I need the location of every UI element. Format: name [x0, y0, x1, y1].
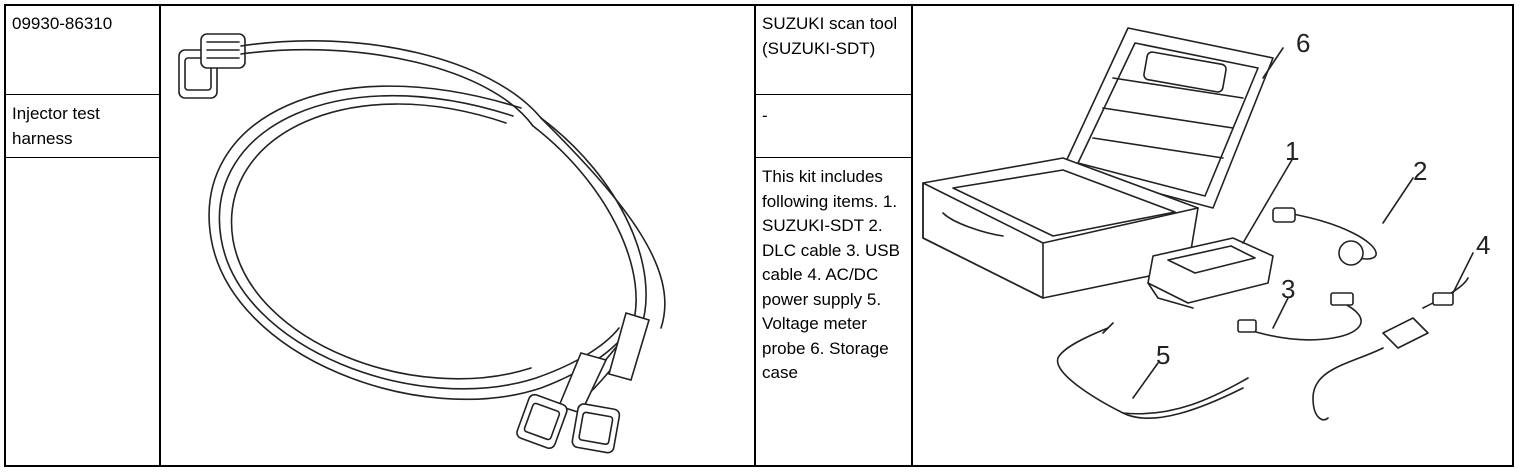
right-tool-name: SUZUKI scan tool (SUZUKI-SDT) — [762, 14, 898, 58]
left-tool-name: Injector test harness — [12, 104, 100, 148]
callout-4: 4 — [1476, 230, 1490, 260]
injector-harness-illustration — [178, 33, 666, 454]
row-divider — [6, 94, 159, 95]
right-part-number: - — [762, 106, 768, 125]
callout-2: 2 — [1413, 156, 1427, 186]
callout-1: 1 — [1285, 136, 1299, 166]
column-divider — [911, 6, 913, 465]
callout-5: 5 — [1156, 340, 1170, 370]
scan-tool-kit-illustration: 6 1 2 3 4 5 — [922, 27, 1490, 421]
callout-6: 6 — [1296, 28, 1310, 58]
callout-3: 3 — [1281, 274, 1295, 304]
column-divider — [754, 6, 756, 465]
row-divider — [756, 94, 911, 95]
right-tool-description: This kit includes following items. 1. SU… — [762, 167, 900, 382]
row-divider — [6, 157, 159, 158]
row-divider — [756, 157, 911, 158]
left-part-number: 09930-86310 — [12, 14, 113, 33]
column-divider — [159, 6, 161, 465]
special-tools-table: 09930-86310 Injector test harness SUZUKI… — [4, 4, 1514, 467]
